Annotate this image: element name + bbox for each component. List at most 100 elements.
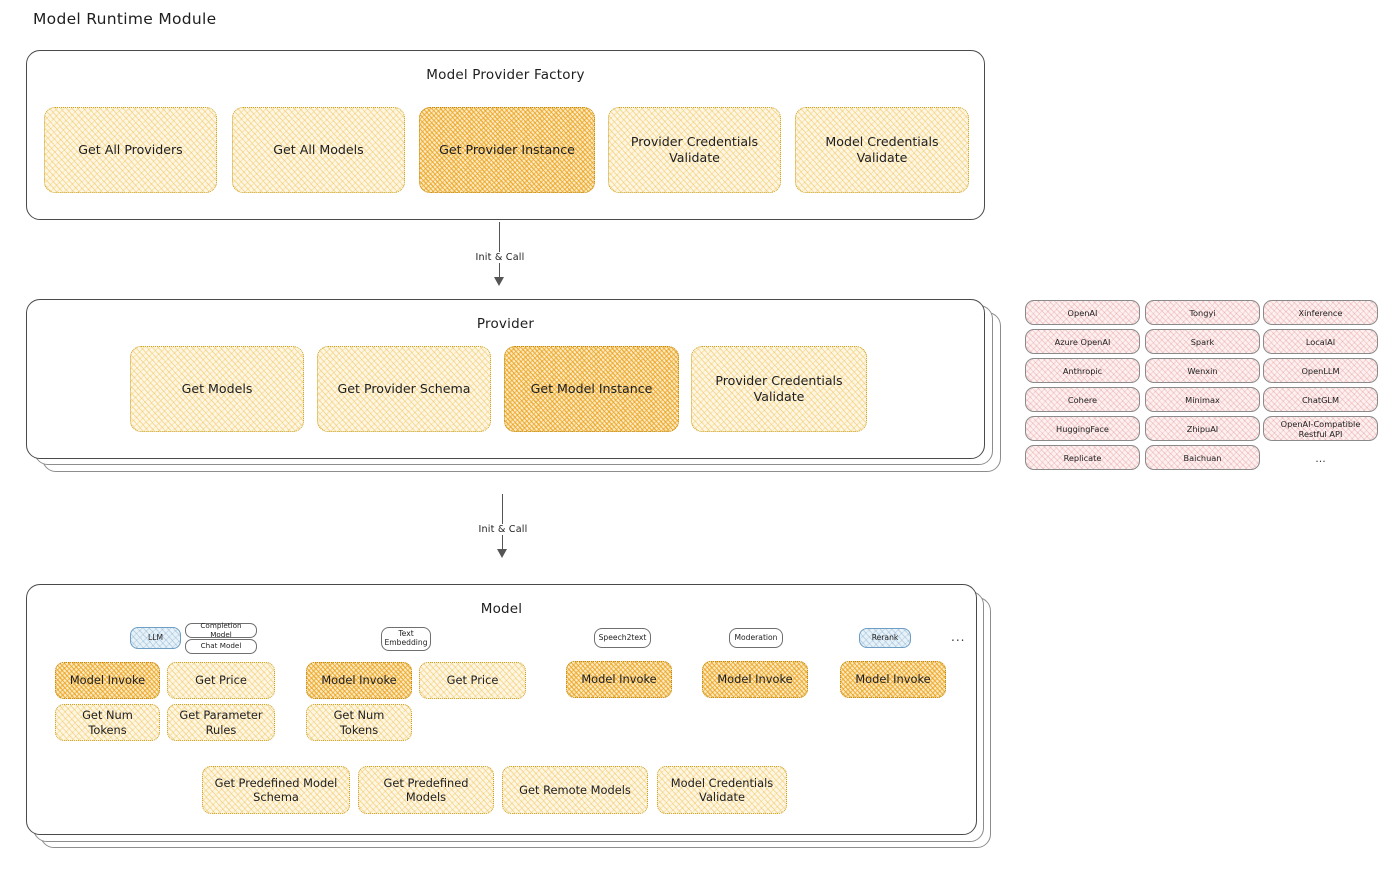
arrow-factory-to-provider-head — [494, 277, 504, 286]
badge-speech2text[interactable]: Speech2text — [594, 628, 651, 648]
arrow-label-init-and-call-2: Init & Call — [474, 524, 532, 535]
chip-label: Anthropic — [1062, 365, 1103, 376]
chip-label: Minimax — [1185, 394, 1220, 405]
badge-label: Speech2text — [598, 632, 647, 642]
chip-label: HuggingFace — [1056, 423, 1109, 434]
node-text-embedding-model-invoke[interactable]: Model Invoke — [306, 662, 412, 699]
provider-chip-openai[interactable]: OpenAI — [1025, 300, 1140, 325]
arrow-factory-to-provider-line — [499, 222, 501, 280]
node-label: Model Credentials Validate — [825, 134, 939, 165]
node-get-models[interactable]: Get Models — [130, 346, 304, 432]
group-title-model: Model — [480, 601, 523, 617]
node-provider-credentials-validate-2[interactable]: Provider Credentials Validate — [691, 346, 867, 432]
node-rerank-model-invoke[interactable]: Model Invoke — [840, 661, 946, 698]
node-llm-get-num-tokens[interactable]: Get Num Tokens — [55, 704, 160, 741]
node-get-provider-instance[interactable]: Get Provider Instance — [419, 107, 595, 193]
node-text-embedding-get-num-tokens[interactable]: Get Num Tokens — [306, 704, 412, 741]
chip-label: OpenLLM — [1301, 365, 1340, 376]
badge-label: Text Embedding — [384, 629, 428, 647]
provider-chip-huggingface[interactable]: HuggingFace — [1025, 416, 1140, 441]
group-title-provider: Provider — [476, 316, 535, 332]
page-title: Model Runtime Module — [33, 10, 217, 28]
node-label: Get Provider Schema — [337, 381, 471, 397]
node-label: Get All Providers — [78, 142, 183, 158]
provider-chip-more: ... — [1263, 448, 1378, 468]
arrow-label-init-and-call-1: Init & Call — [471, 252, 529, 263]
node-text-embedding-get-price[interactable]: Get Price — [419, 662, 526, 699]
badge-moderation[interactable]: Moderation — [729, 628, 783, 648]
provider-chip-cohere[interactable]: Cohere — [1025, 387, 1140, 412]
node-get-all-models[interactable]: Get All Models — [232, 107, 405, 193]
node-get-predefined-models[interactable]: Get Predefined Models — [358, 766, 494, 814]
chip-label: ChatGLM — [1301, 394, 1340, 405]
node-label: Model Invoke — [855, 672, 931, 687]
node-llm-get-price[interactable]: Get Price — [167, 662, 275, 699]
provider-chip-minimax[interactable]: Minimax — [1145, 387, 1260, 412]
node-llm-model-invoke[interactable]: Model Invoke — [55, 662, 160, 699]
badge-text-embedding[interactable]: Text Embedding — [381, 627, 431, 651]
provider-chip-zhipuai[interactable]: ZhipuAI — [1145, 416, 1260, 441]
badge-completion-model[interactable]: Completion Model — [185, 621, 257, 639]
node-llm-get-parameter-rules[interactable]: Get Parameter Rules — [167, 704, 275, 741]
provider-chip-baichuan[interactable]: Baichuan — [1145, 445, 1260, 470]
chip-label: Cohere — [1067, 394, 1098, 405]
badge-label: Rerank — [871, 632, 899, 642]
provider-chip-localai[interactable]: LocalAI — [1263, 329, 1378, 354]
node-get-provider-schema[interactable]: Get Provider Schema — [317, 346, 491, 432]
node-moderation-model-invoke[interactable]: Model Invoke — [702, 661, 808, 698]
badge-rerank[interactable]: Rerank — [859, 628, 911, 648]
node-label: Provider Credentials Validate — [630, 134, 759, 165]
node-label: Get Remote Models — [519, 782, 631, 797]
provider-chip-openllm[interactable]: OpenLLM — [1263, 358, 1378, 383]
provider-chip-xinference[interactable]: Xinference — [1263, 300, 1378, 325]
arrow-provider-to-model-line — [502, 494, 504, 552]
group-title-factory: Model Provider Factory — [426, 67, 585, 83]
provider-chip-spark[interactable]: Spark — [1145, 329, 1260, 354]
node-get-remote-models[interactable]: Get Remote Models — [502, 766, 648, 814]
provider-chip-wenxin[interactable]: Wenxin — [1145, 358, 1260, 383]
chip-label: OpenAI — [1067, 307, 1098, 318]
badge-label: Chat Model — [200, 641, 242, 651]
provider-chip-tongyi[interactable]: Tongyi — [1145, 300, 1260, 325]
node-label: Get Model Instance — [530, 381, 653, 397]
node-get-predefined-model-schema[interactable]: Get Predefined Model Schema — [202, 766, 350, 814]
provider-chip-replicate[interactable]: Replicate — [1025, 445, 1140, 470]
node-label: Model Invoke — [581, 672, 657, 687]
chip-label: LocalAI — [1305, 336, 1336, 347]
node-model-credentials-validate[interactable]: Model Credentials Validate — [795, 107, 969, 193]
chip-label: Replicate — [1063, 452, 1102, 463]
node-label: Get Provider Instance — [439, 142, 575, 158]
badge-llm[interactable]: LLM — [130, 627, 181, 649]
node-label: Model Invoke — [69, 673, 146, 688]
chip-label: Azure OpenAI — [1054, 336, 1111, 347]
node-label: Get Predefined Models — [383, 775, 469, 804]
node-label: Get Predefined Model Schema — [214, 775, 338, 804]
provider-chip-chatglm[interactable]: ChatGLM — [1263, 387, 1378, 412]
node-label: Get Price — [195, 673, 247, 688]
node-provider-credentials-validate[interactable]: Provider Credentials Validate — [608, 107, 781, 193]
model-types-overflow-indicator: ... — [951, 630, 966, 644]
node-label: Get Parameter Rules — [179, 708, 263, 737]
node-model-credentials-validate-3[interactable]: Model Credentials Validate — [657, 766, 787, 814]
provider-chip-openai-compatible-restful-api[interactable]: OpenAI-Compatible Restful API — [1263, 416, 1378, 441]
badge-chat-model[interactable]: Chat Model — [185, 639, 257, 654]
node-label: Get Models — [181, 381, 253, 397]
node-label: Provider Credentials Validate — [715, 373, 843, 404]
node-get-model-instance[interactable]: Get Model Instance — [504, 346, 679, 432]
chip-label: ... — [1315, 451, 1326, 465]
provider-chip-azure-openai[interactable]: Azure OpenAI — [1025, 329, 1140, 354]
node-get-all-providers[interactable]: Get All Providers — [44, 107, 217, 193]
chip-label: Tongyi — [1189, 307, 1216, 318]
badge-label: LLM — [147, 632, 163, 642]
chip-label: Spark — [1190, 336, 1215, 347]
node-speech2text-model-invoke[interactable]: Model Invoke — [566, 661, 672, 698]
provider-chip-anthropic[interactable]: Anthropic — [1025, 358, 1140, 383]
node-label: Model Credentials Validate — [670, 775, 774, 804]
node-label: Get Num Tokens — [82, 708, 133, 737]
chip-label: Wenxin — [1187, 365, 1218, 376]
node-label: Model Invoke — [321, 673, 397, 688]
chip-label: OpenAI-Compatible Restful API — [1280, 418, 1361, 439]
badge-label: Completion Model — [200, 621, 242, 639]
node-label: Model Invoke — [717, 672, 793, 687]
